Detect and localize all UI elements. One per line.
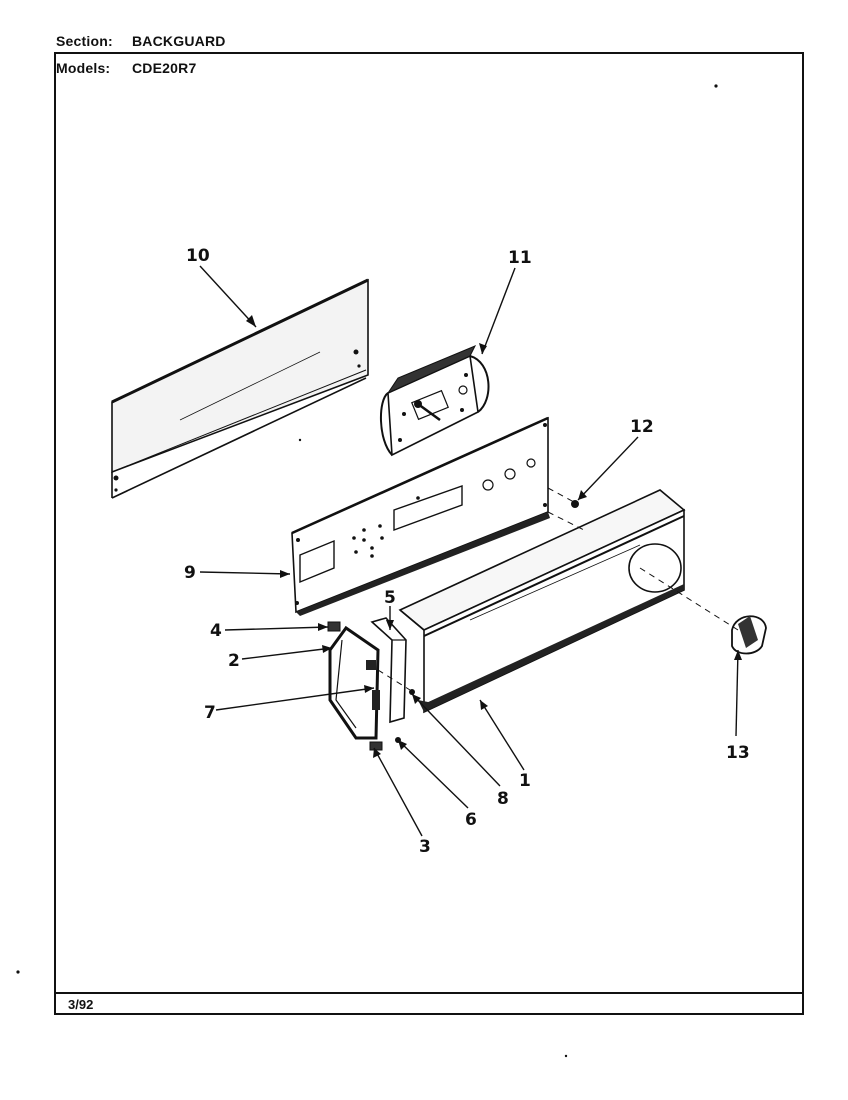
models-line: Models: CDE20R7: [56, 60, 196, 76]
callout-7: 7: [204, 703, 216, 723]
section-line: Section: BACKGUARD: [56, 33, 226, 49]
part-13-knob: [731, 615, 767, 655]
part-1-backguard-panel: [398, 489, 686, 714]
part-4-clip: [327, 621, 341, 632]
footer-date: 3/92: [68, 997, 94, 1012]
part-3-clip: [369, 741, 383, 751]
section-value: BACKGUARD: [132, 33, 226, 49]
models-label: Models:: [56, 60, 111, 76]
part-2-bracket: [328, 625, 380, 740]
part-12-screw: [571, 500, 579, 508]
dashed-assembly-lines: [377, 487, 739, 691]
callout-8: 8: [497, 789, 509, 809]
callout-6: 6: [465, 810, 477, 830]
part-8-screw: [409, 689, 415, 695]
callout-11: 11: [508, 248, 532, 268]
part-10-top-trim: [111, 278, 369, 499]
callout-10: 10: [186, 246, 210, 266]
callout-labels: 10 11 12 9 4 2 7 5 1 8 6 3 13: [184, 246, 750, 857]
callout-2: 2: [228, 651, 240, 671]
section-label: Section:: [56, 33, 113, 49]
part-5-strip: [370, 617, 407, 724]
callout-1: 1: [519, 771, 531, 791]
part-11-timer: [379, 345, 490, 457]
models-value: CDE20R7: [132, 60, 197, 76]
callout-3: 3: [419, 837, 431, 857]
callout-5: 5: [384, 588, 396, 608]
leader-arrowheads: [246, 315, 742, 758]
callout-13: 13: [726, 743, 750, 763]
diagram-frame: [54, 52, 804, 1015]
callout-12: 12: [630, 417, 654, 437]
callout-4: 4: [210, 621, 222, 641]
callout-9: 9: [184, 563, 196, 583]
footer-rule: [54, 992, 804, 994]
scan-specks: [16, 84, 718, 1058]
leader-lines: [199, 265, 739, 837]
